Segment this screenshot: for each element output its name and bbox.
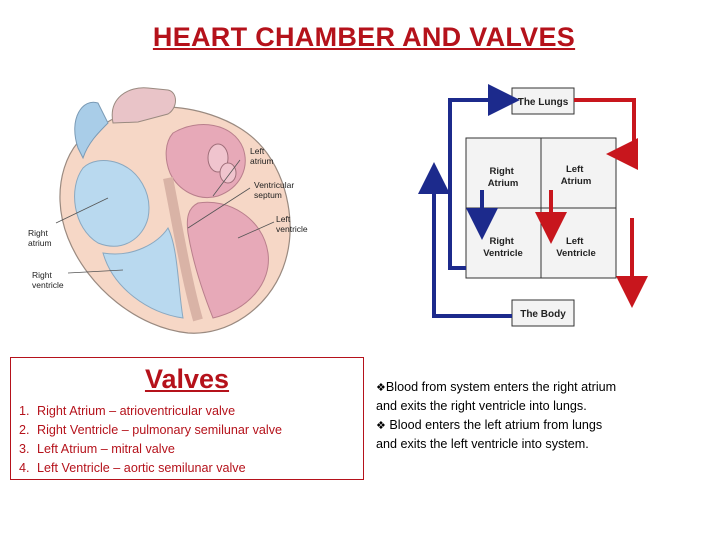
flow-right-atrium: Right Atrium (488, 166, 519, 189)
valves-box: Valves 1.Right Atrium – atrioventricular… (10, 357, 364, 480)
leader-right-ventricle (67, 269, 124, 274)
label-left-atrium: Left atrium (250, 146, 274, 166)
blood-flow-diagram: The Lungs The Body Right Atrium Left Atr… (418, 84, 648, 327)
flow-right-ventricle: Right Ventricle (483, 236, 523, 259)
leader-right-atrium (55, 197, 109, 224)
vena-cava (74, 101, 109, 160)
page-title: HEART CHAMBER AND VALVES (152, 22, 576, 52)
label-right-atrium: Right atrium (28, 228, 52, 248)
list-item: 4.Left Ventricle – aortic semilunar valv… (19, 461, 246, 475)
valve-ring-aortic (219, 162, 237, 184)
body-box (511, 299, 575, 327)
body-label: The Body (520, 309, 566, 320)
list-item: 2.Right Ventricle – pulmonary semilunar … (19, 423, 282, 437)
leader-left-atrium (212, 159, 241, 197)
label-left-ventricle: Left ventricle (276, 214, 308, 234)
diamond-bullet-icon: ❖ (376, 419, 386, 432)
ventricular-septum-shape (163, 177, 203, 322)
label-ventricular-septum: Ventricular septum (254, 180, 297, 200)
list-item: 1.Right Atrium – atrioventricular valve (19, 404, 236, 418)
heart-anatomy-figure: Left atrium Ventricular septum Left vent… (28, 87, 308, 334)
arrow-lungs-to-left-atrium (574, 98, 638, 170)
diamond-bullet-icon: ❖ (376, 381, 386, 394)
arrow-body-to-right-atrium (418, 162, 512, 318)
flow-notes: ❖Blood from system enters the right atri… (376, 378, 716, 454)
arrow-right-ventricle-to-lungs (448, 84, 520, 270)
valves-list: 1.Right Atrium – atrioventricular valve … (19, 402, 282, 478)
leader-septum (187, 187, 251, 229)
leader-left-ventricle (237, 221, 275, 239)
label-right-ventricle: Right ventricle (32, 270, 64, 290)
flow-left-atrium: Left Atrium (561, 164, 592, 187)
list-item: 3.Left Atrium – mitral valve (19, 442, 175, 456)
right-atrium-shape (74, 160, 150, 247)
lungs-label: The Lungs (518, 97, 569, 108)
flow-left-ventricle: Left Ventricle (556, 236, 596, 259)
great-vessels (111, 87, 176, 124)
valves-heading: Valves (144, 364, 230, 394)
note-left-side: ❖ Blood enters the left atrium from lung… (376, 418, 603, 451)
left-ventricle-shape (186, 201, 269, 319)
right-ventricle-shape (102, 227, 184, 319)
note-right-side: ❖Blood from system enters the right atri… (376, 380, 617, 413)
